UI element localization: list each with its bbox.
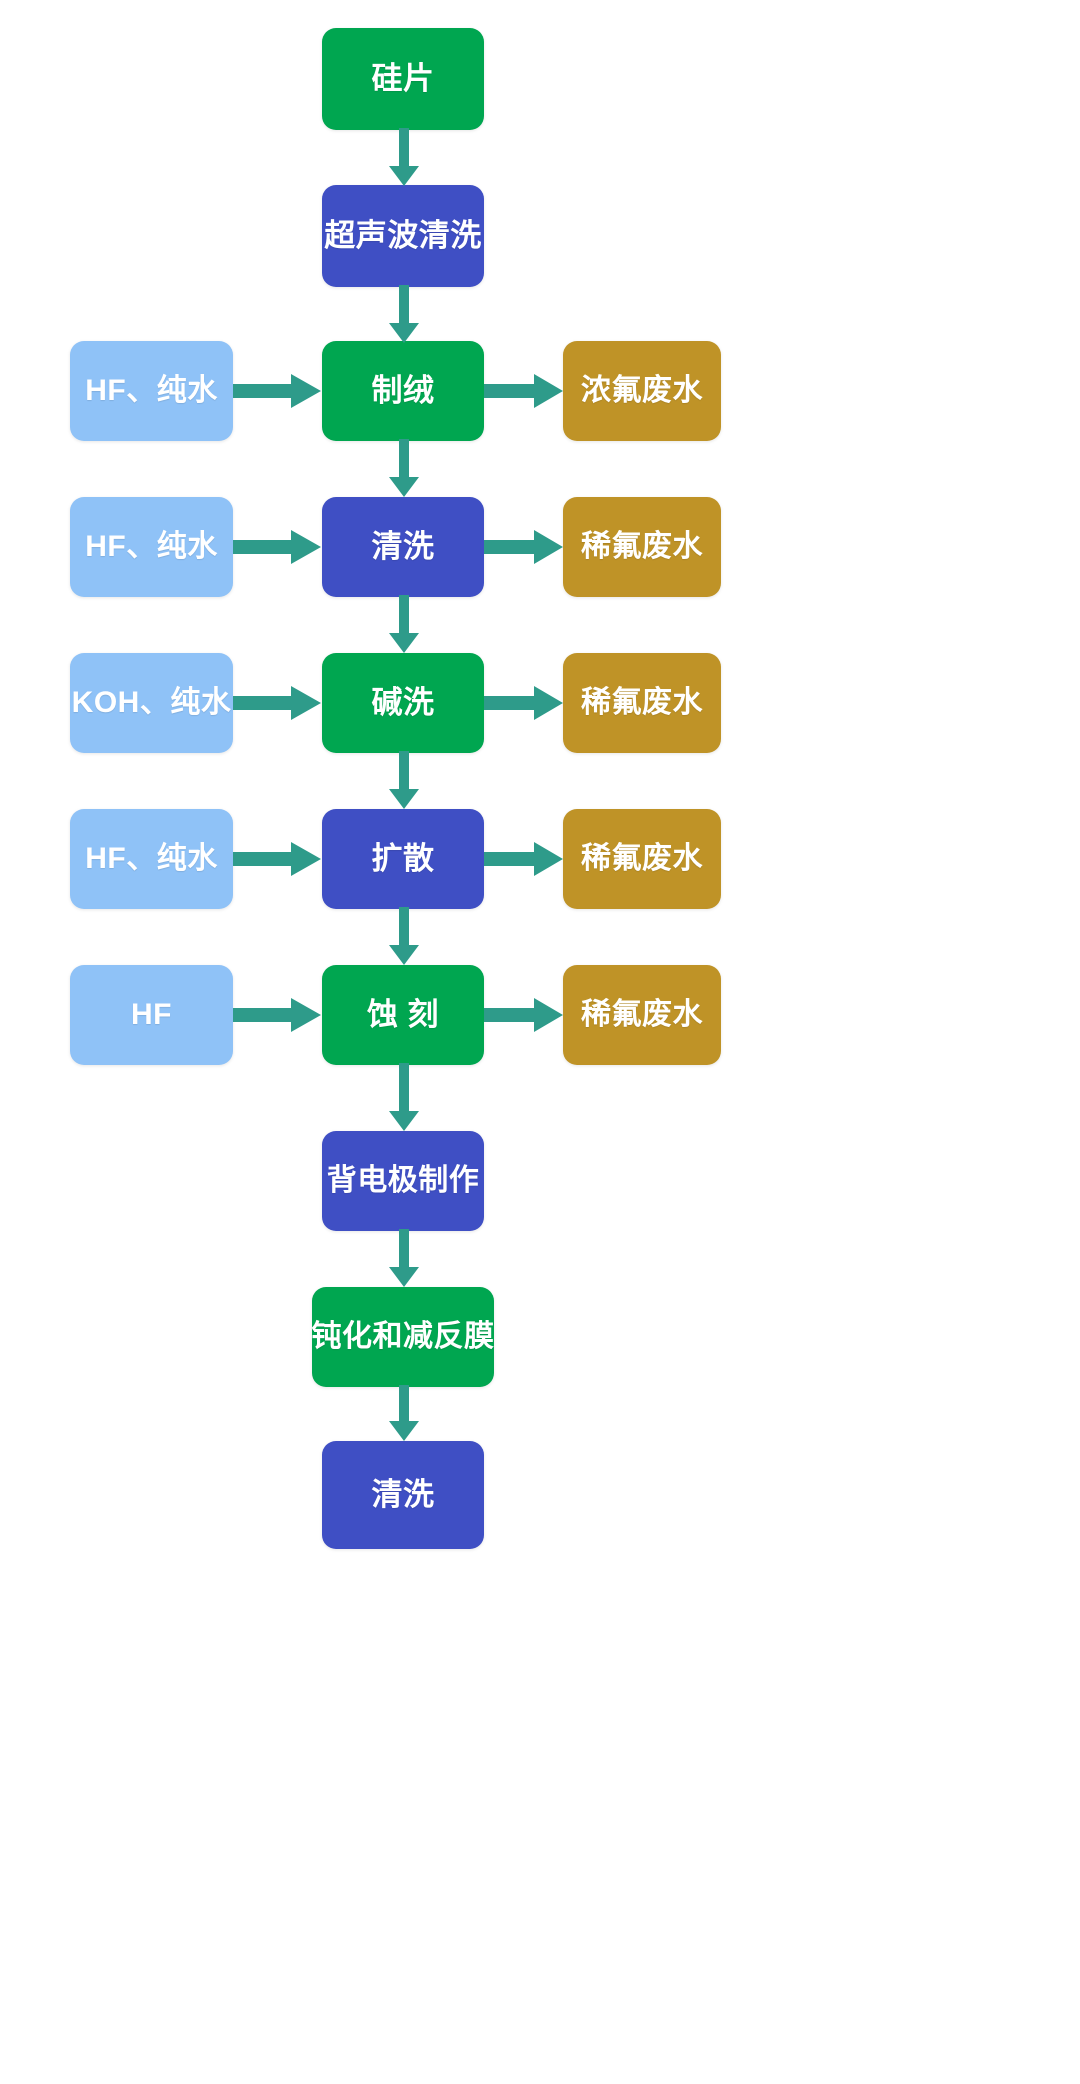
input-node-etching-reagent[interactable]: HF — [70, 965, 233, 1065]
node-label: 钝化和减反膜 — [311, 1320, 495, 1353]
node-label: 碱洗 — [371, 685, 435, 721]
node-label: KOH、纯水 — [71, 686, 232, 719]
node-label: 稀氟废水 — [581, 686, 703, 719]
arrow-rinse1-to-waste — [484, 522, 564, 572]
node-label: 稀氟废水 — [581, 530, 703, 563]
node-label: 硅片 — [371, 61, 435, 97]
process-node-wafer[interactable]: 硅片 — [322, 28, 484, 130]
arrow-input-to-rinse1 — [233, 522, 323, 572]
arrow-ultrasonic-to-texturing — [386, 285, 422, 345]
output-node-rinse1-waste[interactable]: 稀氟废水 — [563, 497, 721, 597]
node-label: 制绒 — [371, 373, 435, 409]
node-label: 稀氟废水 — [581, 842, 703, 875]
node-label: HF — [131, 998, 172, 1031]
process-node-passivation[interactable]: 钝化和减反膜 — [312, 1287, 494, 1387]
node-label: 清洗 — [371, 1477, 435, 1513]
output-node-diffusion-waste[interactable]: 稀氟废水 — [563, 809, 721, 909]
output-node-alkali-waste[interactable]: 稀氟废水 — [563, 653, 721, 753]
node-label: 扩散 — [371, 841, 435, 877]
arrow-passivation-to-rinse2 — [386, 1385, 422, 1443]
arrow-back-electrode-to-passivation — [386, 1229, 422, 1289]
node-label: HF、纯水 — [85, 842, 218, 875]
process-node-alkali-wash[interactable]: 碱洗 — [322, 653, 484, 753]
process-node-etching[interactable]: 蚀 刻 — [322, 965, 484, 1065]
node-label: 超声波清洗 — [324, 218, 482, 254]
node-label: 背电极制作 — [326, 1164, 480, 1197]
node-label: 蚀 刻 — [366, 997, 440, 1033]
arrow-etching-to-back-electrode — [386, 1063, 422, 1133]
output-node-etching-waste[interactable]: 稀氟废水 — [563, 965, 721, 1065]
arrow-alkali-to-waste — [484, 678, 564, 728]
process-node-ultrasonic[interactable]: 超声波清洗 — [322, 185, 484, 287]
node-label: HF、纯水 — [85, 530, 218, 563]
input-node-diffusion-reagent[interactable]: HF、纯水 — [70, 809, 233, 909]
process-node-texturing[interactable]: 制绒 — [322, 341, 484, 441]
input-node-rinse1-reagent[interactable]: HF、纯水 — [70, 497, 233, 597]
process-node-diffusion[interactable]: 扩散 — [322, 809, 484, 909]
arrow-rinse1-to-alkali — [386, 595, 422, 655]
output-node-texturing-waste[interactable]: 浓氟废水 — [563, 341, 721, 441]
arrow-wafer-to-ultrasonic — [386, 128, 422, 188]
arrow-etching-to-waste — [484, 990, 564, 1040]
node-label: HF、纯水 — [85, 374, 218, 407]
arrow-texturing-to-waste — [484, 366, 564, 416]
node-label: 浓氟废水 — [581, 374, 703, 407]
arrow-input-to-texturing — [233, 366, 323, 416]
arrow-input-to-etching — [233, 990, 323, 1040]
input-node-alkali-reagent[interactable]: KOH、纯水 — [70, 653, 233, 753]
arrow-diffusion-to-waste — [484, 834, 564, 884]
process-node-back-electrode[interactable]: 背电极制作 — [322, 1131, 484, 1231]
arrow-texturing-to-rinse1 — [386, 439, 422, 499]
arrow-alkali-to-diffusion — [386, 751, 422, 811]
arrow-input-to-diffusion — [233, 834, 323, 884]
node-label: 稀氟废水 — [581, 998, 703, 1031]
input-node-texturing-reagent[interactable]: HF、纯水 — [70, 341, 233, 441]
arrow-input-to-alkali — [233, 678, 323, 728]
node-label: 清洗 — [371, 529, 435, 565]
process-node-rinse-1[interactable]: 清洗 — [322, 497, 484, 597]
arrow-diffusion-to-etching — [386, 907, 422, 967]
process-node-rinse-2[interactable]: 清洗 — [322, 1441, 484, 1549]
